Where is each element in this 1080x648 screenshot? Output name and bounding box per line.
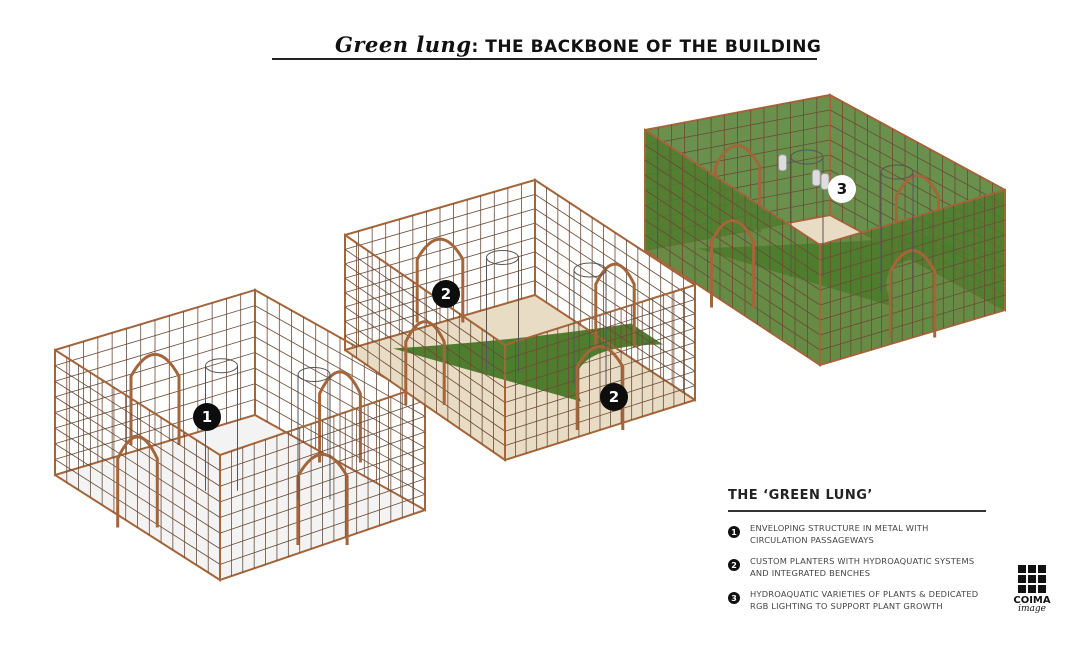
arch [415, 237, 465, 323]
grid-line [54, 380, 221, 487]
title-underline [272, 58, 817, 60]
grid-line [644, 189, 821, 306]
arch [129, 352, 181, 445]
grid-line [344, 222, 536, 279]
grid-line [219, 478, 426, 550]
arch [404, 320, 446, 405]
grid-line [254, 352, 426, 448]
grid-line [219, 493, 426, 565]
arch [713, 144, 762, 233]
grid-line [219, 431, 426, 503]
grid-line [344, 249, 506, 360]
grid-line [254, 320, 426, 417]
grid-line [504, 342, 696, 403]
legend-rule [728, 510, 986, 512]
grid-line [219, 462, 426, 534]
grid-line [819, 294, 1006, 351]
logo-grid-icon [1012, 565, 1052, 593]
arch [575, 345, 625, 430]
grid-line [344, 208, 536, 265]
grid-line [54, 396, 221, 503]
grid-line [54, 412, 221, 518]
grid-line [344, 237, 536, 293]
coima-logo: COIMA image [1012, 565, 1052, 614]
grid-line [344, 251, 536, 308]
grid-line [254, 367, 426, 464]
grid-line [54, 305, 256, 367]
grid-line [504, 313, 696, 375]
arch [895, 174, 940, 263]
grid-line [254, 399, 426, 495]
grid-line [644, 219, 821, 336]
grid-line [344, 263, 506, 375]
badge-1: 1 [193, 403, 221, 431]
grid-line [254, 383, 426, 480]
badge-2a: 2 [432, 280, 460, 308]
grid-line [829, 109, 1006, 206]
grid-line [534, 251, 696, 358]
grid-line [344, 280, 536, 337]
grid-line [344, 277, 506, 389]
grid-line [344, 306, 506, 418]
grid-line [504, 356, 696, 418]
grid-line [534, 280, 696, 386]
grid-line [819, 264, 1006, 321]
grid-line [644, 204, 821, 321]
grid-line [534, 265, 696, 372]
column-top [486, 250, 519, 265]
rgb-light [778, 154, 788, 172]
column-top [573, 262, 607, 278]
grid-line [534, 222, 696, 329]
grid-line [344, 292, 506, 403]
badge-3: 3 [828, 175, 856, 203]
grid-line [344, 335, 506, 446]
page-title: Green lung: THE BACKBONE OF THE BUILDING [335, 32, 822, 57]
grid-line [534, 208, 696, 315]
grid-line [344, 320, 506, 432]
grid-line [644, 109, 831, 146]
arch [116, 435, 159, 528]
grid-line [344, 193, 536, 250]
grid-line [219, 447, 426, 518]
grid-line [254, 336, 426, 433]
grid-line [54, 459, 221, 565]
grid-line [644, 234, 821, 351]
badge-2b: 2 [600, 383, 628, 411]
legend-heading: THE ‘GREEN LUNG’ [728, 488, 873, 503]
grid-line [534, 194, 696, 300]
grid-line [534, 237, 696, 343]
arch [296, 452, 349, 545]
grid-line [504, 385, 696, 447]
grid-line [504, 327, 696, 389]
grid-line [219, 400, 426, 472]
grid-line [219, 415, 426, 487]
grid-line [54, 365, 221, 471]
grid-line [504, 298, 696, 360]
arch [710, 219, 755, 308]
arch [594, 262, 636, 348]
grid-line [54, 427, 221, 534]
structure-1-floor [55, 415, 425, 580]
grid-line [819, 279, 1006, 336]
grid-line [54, 443, 221, 550]
rgb-light [811, 169, 821, 187]
arch [318, 370, 362, 463]
